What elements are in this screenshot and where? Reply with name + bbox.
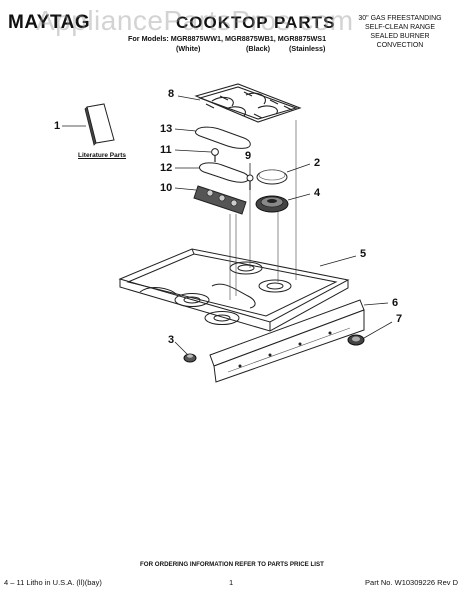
callout-12: 12 bbox=[160, 162, 173, 174]
litho-note: 4 – 11 Litho in U.S.A. (ll)(bay) bbox=[4, 578, 102, 587]
part-number: Part No. W10309226 Rev D bbox=[365, 578, 458, 587]
ordering-note: FOR ORDERING INFORMATION REFER TO PARTS … bbox=[140, 561, 324, 568]
description-line: 30" GAS FREESTANDING bbox=[358, 15, 442, 22]
color-black: (Black) bbox=[246, 44, 270, 53]
callout-5: 5 bbox=[360, 248, 367, 260]
manifold-panel bbox=[209, 299, 365, 383]
alignment-lines bbox=[229, 120, 297, 300]
callout-7: 7 bbox=[396, 313, 403, 325]
foot-3 bbox=[183, 353, 197, 363]
callout-9: 9 bbox=[245, 150, 252, 162]
gasket-12 bbox=[199, 162, 249, 183]
cooktop-main-top bbox=[118, 248, 350, 332]
screw-9 bbox=[246, 174, 254, 190]
literature-parts-label: Literature Parts bbox=[78, 152, 127, 159]
description-line: SELF-CLEAN RANGE bbox=[364, 24, 436, 31]
callout-3: 3 bbox=[168, 334, 175, 346]
watermark: AppliancePartsPros.com bbox=[36, 5, 354, 36]
callout-10: 10 bbox=[160, 182, 173, 194]
burner-grate bbox=[194, 83, 302, 123]
gasket-13 bbox=[195, 126, 251, 149]
callout-6: 6 bbox=[392, 297, 399, 309]
burner-head bbox=[255, 195, 289, 213]
burner-base-10 bbox=[193, 185, 247, 215]
description-line: CONVECTION bbox=[376, 42, 424, 49]
page-number: 1 bbox=[229, 578, 234, 587]
callout-2: 2 bbox=[314, 157, 321, 169]
callout-13: 13 bbox=[160, 123, 173, 135]
callout-1: 1 bbox=[54, 120, 61, 132]
brand-logo: MAYTAG bbox=[8, 12, 91, 33]
product-description: 30" GAS FREESTANDING SELF-CLEAN RANGE SE… bbox=[340, 14, 460, 50]
color-stainless: (Stainless) bbox=[289, 44, 326, 53]
screw-11 bbox=[211, 148, 219, 162]
callout-4: 4 bbox=[314, 187, 321, 199]
bracket-7 bbox=[347, 334, 365, 346]
callout-11: 11 bbox=[160, 144, 172, 156]
description-line: SEALED BURNER bbox=[370, 33, 430, 40]
callout-8: 8 bbox=[168, 88, 175, 100]
burner-cap bbox=[256, 169, 288, 185]
page-title: COOKTOP PARTS bbox=[176, 13, 336, 32]
literature-booklet bbox=[84, 103, 115, 146]
leader-lines bbox=[62, 95, 393, 356]
color-white: (White) bbox=[176, 44, 201, 53]
models-line: For Models: MGR8875WW1, MGR8875WB1, MGR8… bbox=[128, 34, 327, 43]
